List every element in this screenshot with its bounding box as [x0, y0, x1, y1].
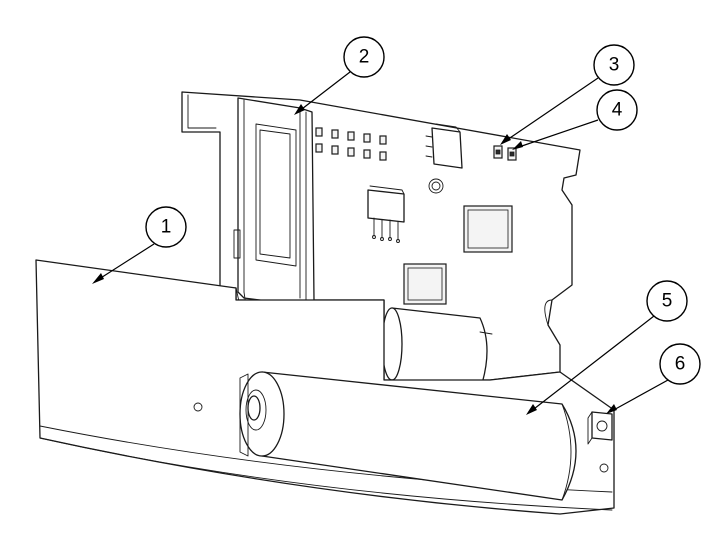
ic-chip-large: [463, 205, 513, 253]
callout-label-6: 6: [675, 354, 686, 375]
callout-2: 2: [294, 36, 385, 115]
sheet-metal-bracket: [233, 97, 315, 313]
terminal-block: [587, 411, 613, 445]
switch-component: [367, 185, 405, 243]
capacitor: [381, 307, 493, 391]
callout-label-4: 4: [612, 100, 623, 121]
callout-label-2: 2: [359, 47, 370, 68]
battery: [239, 371, 577, 501]
component-4: [507, 147, 517, 161]
callout-1: 1: [92, 206, 187, 284]
led-array: [315, 127, 387, 161]
callout-4: 4: [512, 89, 638, 150]
component-3: [493, 145, 503, 159]
callout-3: 3: [500, 44, 635, 145]
callout-label-3: 3: [609, 55, 620, 76]
ic-chip-small: [403, 263, 447, 305]
callout-6: 6: [606, 343, 701, 414]
callout-label-5: 5: [662, 291, 673, 312]
relay-component: [425, 123, 463, 169]
callout-5: 5: [526, 280, 688, 415]
callout-label-1: 1: [161, 217, 172, 238]
